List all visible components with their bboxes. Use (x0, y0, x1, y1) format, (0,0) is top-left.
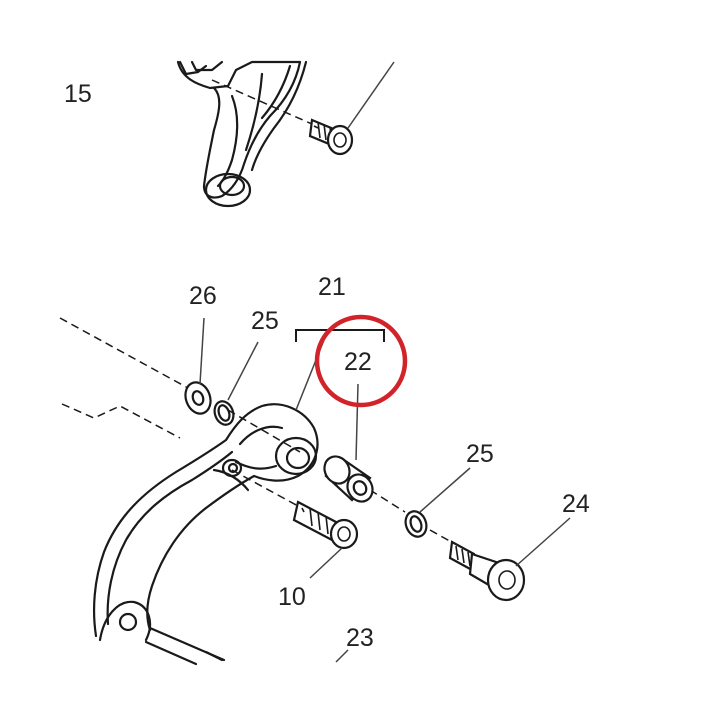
axis-line-bushing (369, 489, 406, 513)
axis-line-pin (429, 529, 456, 545)
lower-lever-inner-contour (106, 450, 234, 626)
leader-10 (309, 547, 343, 579)
callout-26: 26 (189, 282, 217, 310)
axis-line-washers (59, 317, 189, 389)
callout-15: 15 (64, 80, 92, 108)
leader-26 (199, 317, 205, 385)
leader-22 (355, 383, 359, 461)
leader-upper-bolt (347, 61, 395, 129)
lower-lever-clamp (98, 600, 152, 642)
axis-line-main (227, 409, 301, 453)
upper-lever-rib-2 (260, 64, 292, 120)
upper-lever-rib (244, 72, 264, 152)
lower-lever-pivot-hole (285, 446, 311, 470)
o-ring-25-right (404, 510, 428, 538)
bushing-22 (323, 455, 374, 503)
shoulder-bolt-24 (448, 540, 526, 602)
axis-line-bolt10 (231, 469, 299, 507)
axis-line-lower-left (61, 403, 181, 439)
lower-lever (92, 403, 319, 666)
upper-mount-bracket-2 (190, 60, 224, 72)
callout-10: 10 (278, 583, 306, 611)
upper-lever-rib-3 (250, 60, 308, 172)
callout-21: 21 (318, 273, 346, 301)
leader-25-right (419, 467, 471, 513)
washer-26 (184, 381, 212, 415)
upper-lever-arm (176, 60, 302, 199)
o-ring-25-left (213, 400, 235, 426)
callout-24: 24 (562, 490, 590, 518)
callout-22: 22 (344, 348, 372, 376)
lower-lever-clamp-hole (118, 612, 138, 632)
bolt-10 (292, 500, 359, 550)
leader-25-left (227, 341, 259, 401)
lower-lever-bolt-hole-inner (227, 462, 239, 474)
lower-lever-rod-end (204, 650, 224, 662)
highlight-circle-22 (314, 314, 408, 408)
leader-lines (199, 317, 571, 663)
leader-24 (515, 517, 571, 567)
callout-25-right: 25 (466, 440, 494, 468)
upper-lever-inner-edge (216, 94, 239, 188)
lower-lever-rib (238, 425, 284, 446)
axis-lines (59, 317, 456, 545)
upper-lever-assembly (176, 60, 308, 208)
upper-lever-boss (204, 172, 252, 208)
callout-23: 23 (346, 624, 374, 652)
upper-axis-line (211, 79, 313, 125)
lower-lever-web (212, 468, 250, 492)
upper-bolt (308, 118, 354, 156)
bracket-21 (295, 329, 385, 342)
callout-25-left: 25 (251, 307, 279, 335)
upper-lever-boss-hole (218, 175, 246, 197)
lower-lever-rod-2 (144, 640, 198, 666)
leader-23 (335, 649, 349, 663)
lower-lever-outline (92, 403, 319, 638)
lower-lever-pivot-boss (274, 436, 318, 476)
lower-lever-bolt-hole (221, 458, 243, 478)
